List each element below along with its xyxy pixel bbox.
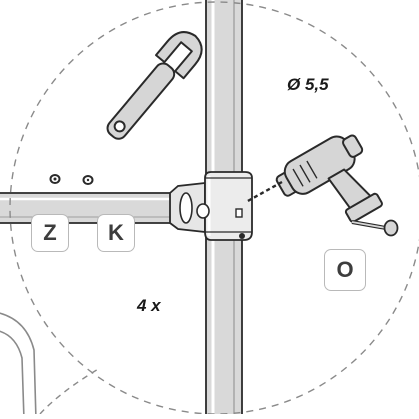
t-connector [196, 171, 253, 241]
bar-end-socket [179, 192, 193, 224]
quantity-label: 4 x [137, 296, 161, 315]
horizontal-bar [0, 192, 185, 224]
part-label-k: K [97, 214, 135, 252]
nut [49, 174, 61, 184]
drill-size-label: Ø 5,5 [287, 75, 329, 94]
wrench-icon [106, 31, 203, 140]
pin-icon [351, 219, 399, 237]
part-label-z: Z [31, 214, 69, 252]
drill-icon [275, 134, 383, 223]
part-label-o: O [324, 249, 366, 291]
adjacent-detail [0, 312, 101, 419]
washer [82, 175, 94, 185]
